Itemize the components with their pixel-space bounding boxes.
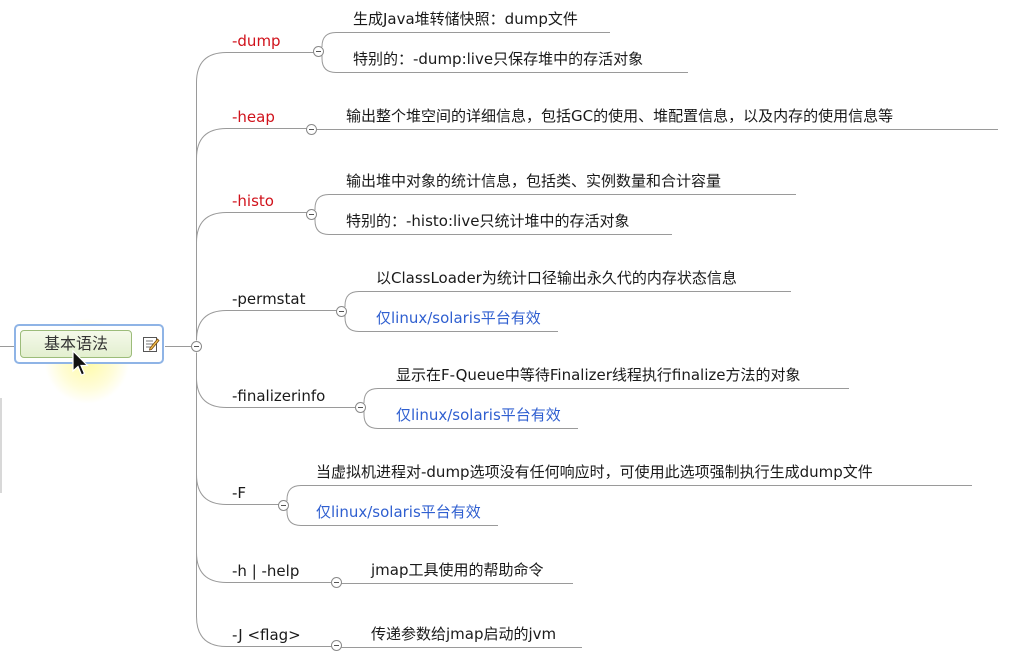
leaf-connector-5-0 [286,485,972,501]
branch-connector-3 [196,310,338,341]
branch-topic-4[interactable]: -finalizerinfo [232,387,326,405]
leaf-connector-2-1 [314,218,672,235]
leaf-topic-2-0[interactable]: 输出堆中对象的统计信息，包括类、实例数量和合计容量 [346,172,722,190]
branch-collapse-toggle-0[interactable] [312,45,324,57]
leaf-connector-2-0 [314,194,796,210]
root-topic-selection[interactable]: 基本语法 [14,324,164,364]
note-edit-icon[interactable] [142,335,160,353]
branch-collapse-toggle-1[interactable] [305,123,317,135]
leaf-topic-7-0[interactable]: 传递参数给jmap启动的jvm [371,625,557,643]
branch-topic-7[interactable]: -J <flag> [232,626,301,644]
leaf-topic-4-0[interactable]: 显示在F-Queue中等待Finalizer线程执行finalize方法的对象 [396,366,801,384]
leaf-connector-5-1 [286,509,498,526]
leaf-topic-1-0[interactable]: 输出整个堆空间的详细信息，包括GC的使用、堆配置信息，以及内存的使用信息等 [346,107,894,125]
branch-connector-0 [196,52,314,341]
branch-topic-2[interactable]: -histo [232,192,274,210]
branch-topic-1[interactable]: -heap [232,108,275,126]
branch-connector-1 [196,128,308,341]
left-edge-bar [0,398,2,493]
leaf-connector-0-1 [321,55,688,73]
leaf-topic-2-1[interactable]: 特别的：-histo:live只统计堆中的存活对象 [346,212,630,230]
leaf-topic-6-0[interactable]: jmap工具使用的帮助命令 [371,561,544,579]
branch-collapse-toggle-2[interactable] [305,208,317,220]
leaf-topic-0-0[interactable]: 生成Java堆转储快照：dump文件 [353,10,578,28]
branch-topic-5[interactable]: -F [232,484,247,502]
leaf-connector-1-0 [314,128,998,133]
leaf-connector-4-1 [363,411,578,429]
branch-connector-5 [196,352,280,505]
branch-connector-2 [196,212,308,341]
leaf-connector-0-0 [321,32,610,47]
leaf-connector-4-0 [363,388,849,403]
root-collapse-toggle[interactable] [191,341,202,352]
branch-collapse-toggle-4[interactable] [354,401,366,413]
leaf-connector-7-0 [339,644,582,649]
branch-collapse-toggle-7[interactable] [330,639,342,651]
branch-collapse-toggle-5[interactable] [277,499,289,511]
leaf-topic-3-0[interactable]: 以ClassLoader为统计口径输出永久代的内存状态信息 [376,269,737,287]
branch-connector-7 [196,352,332,647]
branch-collapse-toggle-6[interactable] [330,576,342,588]
branch-collapse-toggle-3[interactable] [335,305,347,317]
leaf-connector-3-1 [344,315,558,332]
leaf-topic-0-1[interactable]: 特别的：-dump:live只保存堆中的存活对象 [353,50,644,68]
leaf-topic-5-0[interactable]: 当虚拟机进程对-dump选项没有任何响应时，可使用此选项强制执行生成dump文件 [316,463,873,481]
leaf-connector-6-0 [339,581,573,586]
branch-topic-6[interactable]: -h | -help [232,562,300,580]
leaf-topic-5-1[interactable]: 仅linux/solaris平台有效 [316,503,481,521]
branch-topic-0[interactable]: -dump [232,32,281,50]
mouse-cursor-icon [72,350,89,376]
branch-topic-3[interactable]: -permstat [232,290,306,308]
leaf-connector-3-0 [344,291,791,307]
leaf-topic-3-1[interactable]: 仅linux/solaris平台有效 [376,309,541,327]
leaf-topic-4-1[interactable]: 仅linux/solaris平台有效 [396,406,561,424]
